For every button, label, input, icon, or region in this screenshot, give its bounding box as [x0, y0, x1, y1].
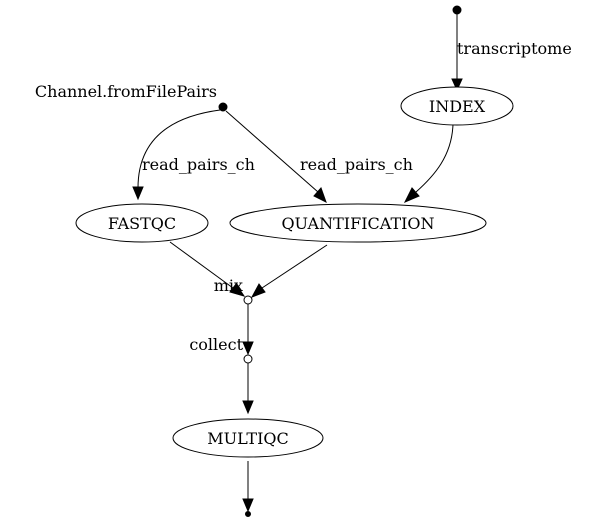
node-index: INDEX	[400, 86, 514, 126]
edge-quantification-to-mix	[250, 244, 328, 298]
edge-read-pairs-to-quantification	[225, 110, 327, 204]
edge-label-read-pairs-quantification: read_pairs_ch	[300, 155, 413, 174]
node-quantification: QUANTIFICATION	[229, 203, 487, 243]
node-fastqc: FASTQC	[75, 203, 209, 243]
transcriptome-source-point	[452, 5, 462, 15]
edge-transcriptome-to-index	[451, 14, 463, 92]
edge-collect-to-multiqc	[242, 363, 254, 415]
collect-operator-point	[243, 354, 253, 364]
node-multiqc: MULTIQC	[172, 418, 324, 458]
mix-operator-point	[243, 295, 253, 305]
read-pairs-source-label: Channel.fromFilePairs	[35, 82, 217, 101]
node-multiqc-label: MULTIQC	[207, 429, 289, 448]
node-quantification-label: QUANTIFICATION	[281, 214, 434, 233]
edge-fastqc-to-mix	[169, 241, 246, 297]
node-fastqc-label: FASTQC	[108, 214, 176, 233]
edge-label-read-pairs-fastqc: read_pairs_ch	[142, 155, 255, 174]
node-index-label: INDEX	[429, 97, 486, 116]
edge-multiqc-to-end	[242, 461, 254, 513]
read-pairs-source-point	[218, 102, 228, 112]
edge-read-pairs-to-fastqc	[132, 109, 221, 201]
end-point	[245, 511, 251, 517]
mix-label: mix	[214, 276, 243, 295]
transcriptome-label: transcriptome	[457, 39, 572, 58]
edge-mix-to-collect	[242, 304, 254, 356]
edge-index-to-quantification	[403, 123, 454, 203]
collect-label: collect	[189, 335, 243, 354]
